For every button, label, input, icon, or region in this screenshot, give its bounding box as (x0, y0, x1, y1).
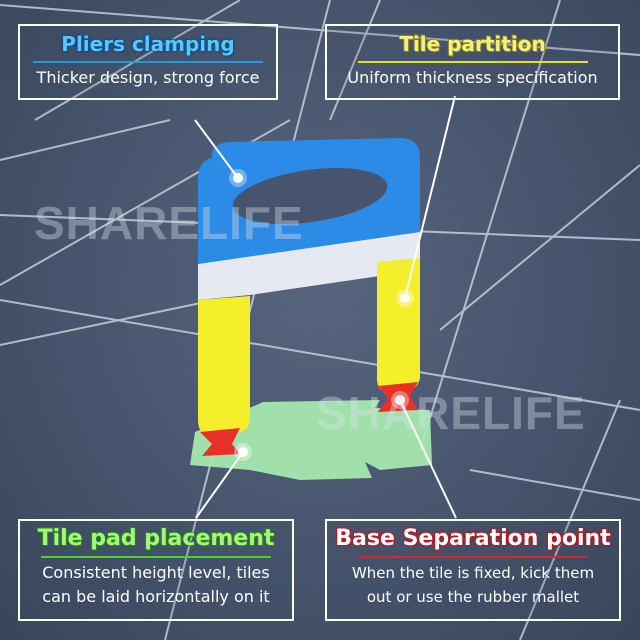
callout-title: Tile partition (399, 32, 546, 56)
callout-pliers-clamping: Pliers clamping Thicker design, strong f… (18, 24, 278, 100)
title-underline (357, 61, 588, 63)
callout-description-line2: can be laid horizontally on it (42, 587, 270, 606)
callout-description-line1: When the tile is fixed, kick them (351, 564, 595, 582)
base-pad (190, 400, 432, 480)
callout-description-line2: out or use the rubber mallet (366, 588, 580, 606)
title-underline (41, 556, 271, 558)
callout-tile-pad-placement: Tile pad placement Consistent height lev… (18, 519, 294, 621)
callout-tile-partition: Tile partition Uniform thickness specifi… (325, 24, 620, 100)
title-underline (33, 61, 263, 63)
callout-title: Base Separation point (335, 526, 611, 551)
callout-base-separation-point: Base Separation point When the tile is f… (325, 519, 621, 621)
callout-title: Pliers clamping (61, 32, 235, 56)
title-underline (358, 556, 588, 558)
callout-description: Thicker design, strong force (36, 68, 260, 87)
callout-description-line1: Consistent height level, tiles (42, 563, 270, 582)
watermark: SHARELIFE (34, 197, 304, 249)
watermark: SHARELIFE (316, 387, 586, 439)
callout-description: Uniform thickness specification (347, 68, 598, 87)
callout-title: Tile pad placement (37, 526, 275, 551)
